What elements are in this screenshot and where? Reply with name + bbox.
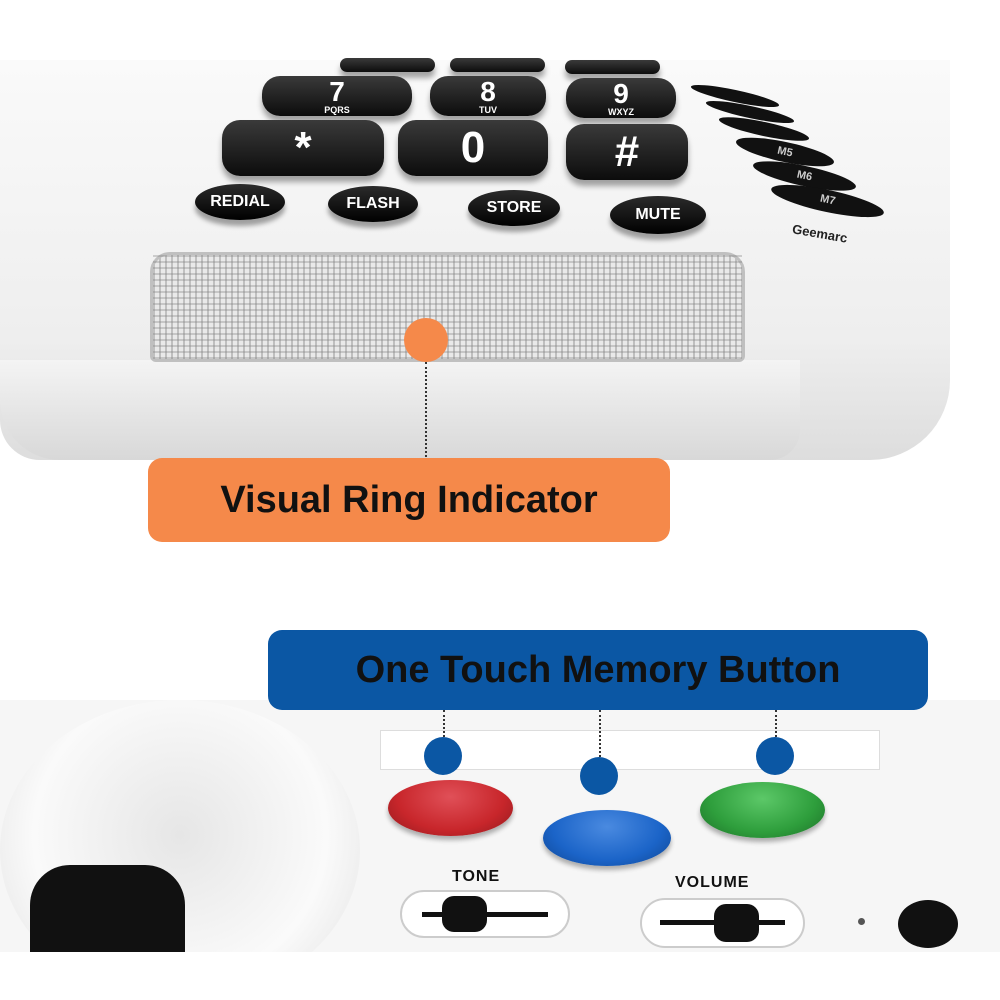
phone-base-edge [0, 360, 800, 460]
visual-ring-indicator-label: Visual Ring Indicator [148, 458, 670, 542]
flash-button[interactable]: FLASH [328, 186, 418, 222]
leader-line [599, 710, 601, 765]
one-touch-memory-label: One Touch Memory Button [268, 630, 928, 710]
key-partial[interactable] [565, 60, 660, 74]
redial-button[interactable]: REDIAL [195, 184, 285, 220]
leader-line [775, 710, 777, 745]
round-button[interactable] [898, 900, 958, 948]
ring-indicator-leader-line [425, 362, 427, 457]
tone-knob[interactable] [442, 896, 487, 932]
key-partial[interactable] [450, 58, 545, 72]
button-panel [380, 730, 880, 770]
memory-marker-dot [756, 737, 794, 775]
key-0[interactable]: 0 [398, 120, 548, 176]
leader-line [443, 710, 445, 745]
mute-button[interactable]: MUTE [610, 196, 706, 234]
memory-marker-dot [580, 757, 618, 795]
key-hash[interactable]: # [566, 124, 688, 180]
volume-slider[interactable] [640, 898, 805, 948]
visual-ring-indicator-light [150, 252, 745, 362]
key-star[interactable]: * [222, 120, 384, 176]
volume-label: VOLUME [675, 874, 750, 891]
tone-label: TONE [452, 868, 501, 885]
microphone-hole [858, 918, 865, 925]
bottom-margin [0, 952, 1000, 1000]
key-partial[interactable] [340, 58, 435, 72]
hook-switch [30, 865, 185, 952]
tone-slider[interactable] [400, 890, 570, 938]
volume-knob[interactable] [714, 904, 759, 942]
green-memory-button[interactable] [700, 782, 825, 838]
store-button[interactable]: STORE [468, 190, 560, 226]
ring-indicator-marker-dot [404, 318, 448, 362]
red-memory-button[interactable] [388, 780, 513, 836]
memory-marker-dot [424, 737, 462, 775]
blue-memory-button[interactable] [543, 810, 671, 866]
